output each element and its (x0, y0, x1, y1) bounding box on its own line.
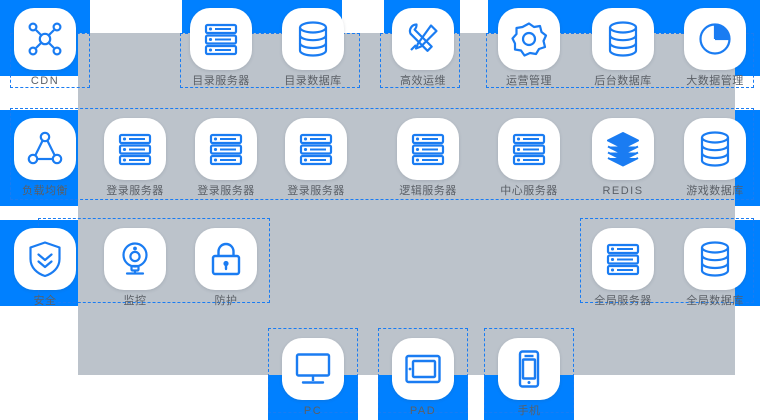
wrench-tools-icon (392, 8, 454, 70)
node-server-rack-2-3[interactable]: 全局服务器 (592, 228, 654, 308)
node-mobile-phone-3-2[interactable]: 手机 (498, 338, 560, 418)
pie-chart-icon (684, 8, 746, 70)
server-rack-icon (592, 228, 654, 290)
node-label: 登录服务器 (197, 185, 255, 197)
node-server-rack-1-1[interactable]: 登录服务器 (104, 118, 166, 198)
node-cdn-network-0-0[interactable]: CDN (14, 8, 76, 88)
node-label: 登录服务器 (106, 185, 164, 197)
node-server-rack-0-1[interactable]: 目录服务器 (190, 8, 252, 88)
node-label: 目录数据库 (284, 75, 342, 87)
node-server-rack-1-4[interactable]: 逻辑服务器 (397, 118, 459, 198)
stack-layers-icon (592, 118, 654, 180)
node-pie-chart-0-6[interactable]: 大数据管理 (684, 8, 746, 88)
database-cylinder-icon (684, 228, 746, 290)
server-rack-icon (285, 118, 347, 180)
node-label: 大数据管理 (686, 75, 744, 87)
group-core (10, 108, 754, 200)
node-gear-settings-0-4[interactable]: 运营管理 (498, 8, 560, 88)
node-label: 中心服务器 (500, 185, 558, 197)
node-server-rack-1-5[interactable]: 中心服务器 (498, 118, 560, 198)
group-pad (378, 328, 468, 413)
node-label: 安全 (33, 295, 57, 307)
desktop-monitor-icon (282, 338, 344, 400)
node-label: PC (303, 405, 323, 417)
node-database-cylinder-2-4[interactable]: 全局数据库 (684, 228, 746, 308)
architecture-panel-background (78, 33, 735, 375)
database-cylinder-icon (684, 118, 746, 180)
node-load-balancer-1-0[interactable]: 负载均衡 (14, 118, 76, 198)
node-camera-monitor-2-1[interactable]: 监控 (104, 228, 166, 308)
node-database-cylinder-0-5[interactable]: 后台数据库 (592, 8, 654, 88)
node-label: 高效运维 (400, 75, 446, 87)
cdn-network-icon (14, 8, 76, 70)
server-rack-icon (498, 118, 560, 180)
node-server-rack-1-3[interactable]: 登录服务器 (285, 118, 347, 198)
database-cylinder-icon (282, 8, 344, 70)
node-label: REDIS (602, 185, 644, 197)
server-rack-icon (195, 118, 257, 180)
node-label: 登录服务器 (287, 185, 345, 197)
node-label: 防护 (214, 295, 238, 307)
node-database-cylinder-1-7[interactable]: 游戏数据库 (684, 118, 746, 198)
node-tablet-3-1[interactable]: PAD (392, 338, 454, 418)
node-label: PAD (409, 405, 437, 417)
camera-monitor-icon (104, 228, 166, 290)
group-global (580, 218, 754, 303)
node-label: 负载均衡 (22, 185, 68, 197)
node-desktop-monitor-3-0[interactable]: PC (282, 338, 344, 418)
node-label: 全局数据库 (686, 295, 744, 307)
mobile-phone-icon (498, 338, 560, 400)
load-balancer-icon (14, 118, 76, 180)
group-directory (180, 33, 360, 88)
server-rack-icon (397, 118, 459, 180)
node-label: 后台数据库 (594, 75, 652, 87)
node-label: 运营管理 (506, 75, 552, 87)
tablet-icon (392, 338, 454, 400)
database-cylinder-icon (592, 8, 654, 70)
node-label: 监控 (123, 295, 147, 307)
group-mobile (484, 328, 574, 413)
node-label: 逻辑服务器 (399, 185, 457, 197)
node-server-rack-1-2[interactable]: 登录服务器 (195, 118, 257, 198)
server-rack-icon (104, 118, 166, 180)
node-lock-2-2[interactable]: 防护 (195, 228, 257, 308)
node-database-cylinder-0-2[interactable]: 目录数据库 (282, 8, 344, 88)
lock-icon (195, 228, 257, 290)
shield-check-icon (14, 228, 76, 290)
node-wrench-tools-0-3[interactable]: 高效运维 (392, 8, 454, 88)
node-stack-layers-1-6[interactable]: REDIS (592, 118, 654, 198)
gear-settings-icon (498, 8, 560, 70)
node-label: 游戏数据库 (686, 185, 744, 197)
server-rack-icon (190, 8, 252, 70)
node-label: 目录服务器 (192, 75, 250, 87)
node-label: 全局服务器 (594, 295, 652, 307)
node-label: CDN (30, 75, 60, 87)
node-label: 手机 (517, 405, 541, 417)
group-pc (268, 328, 358, 413)
node-shield-check-2-0[interactable]: 安全 (14, 228, 76, 308)
